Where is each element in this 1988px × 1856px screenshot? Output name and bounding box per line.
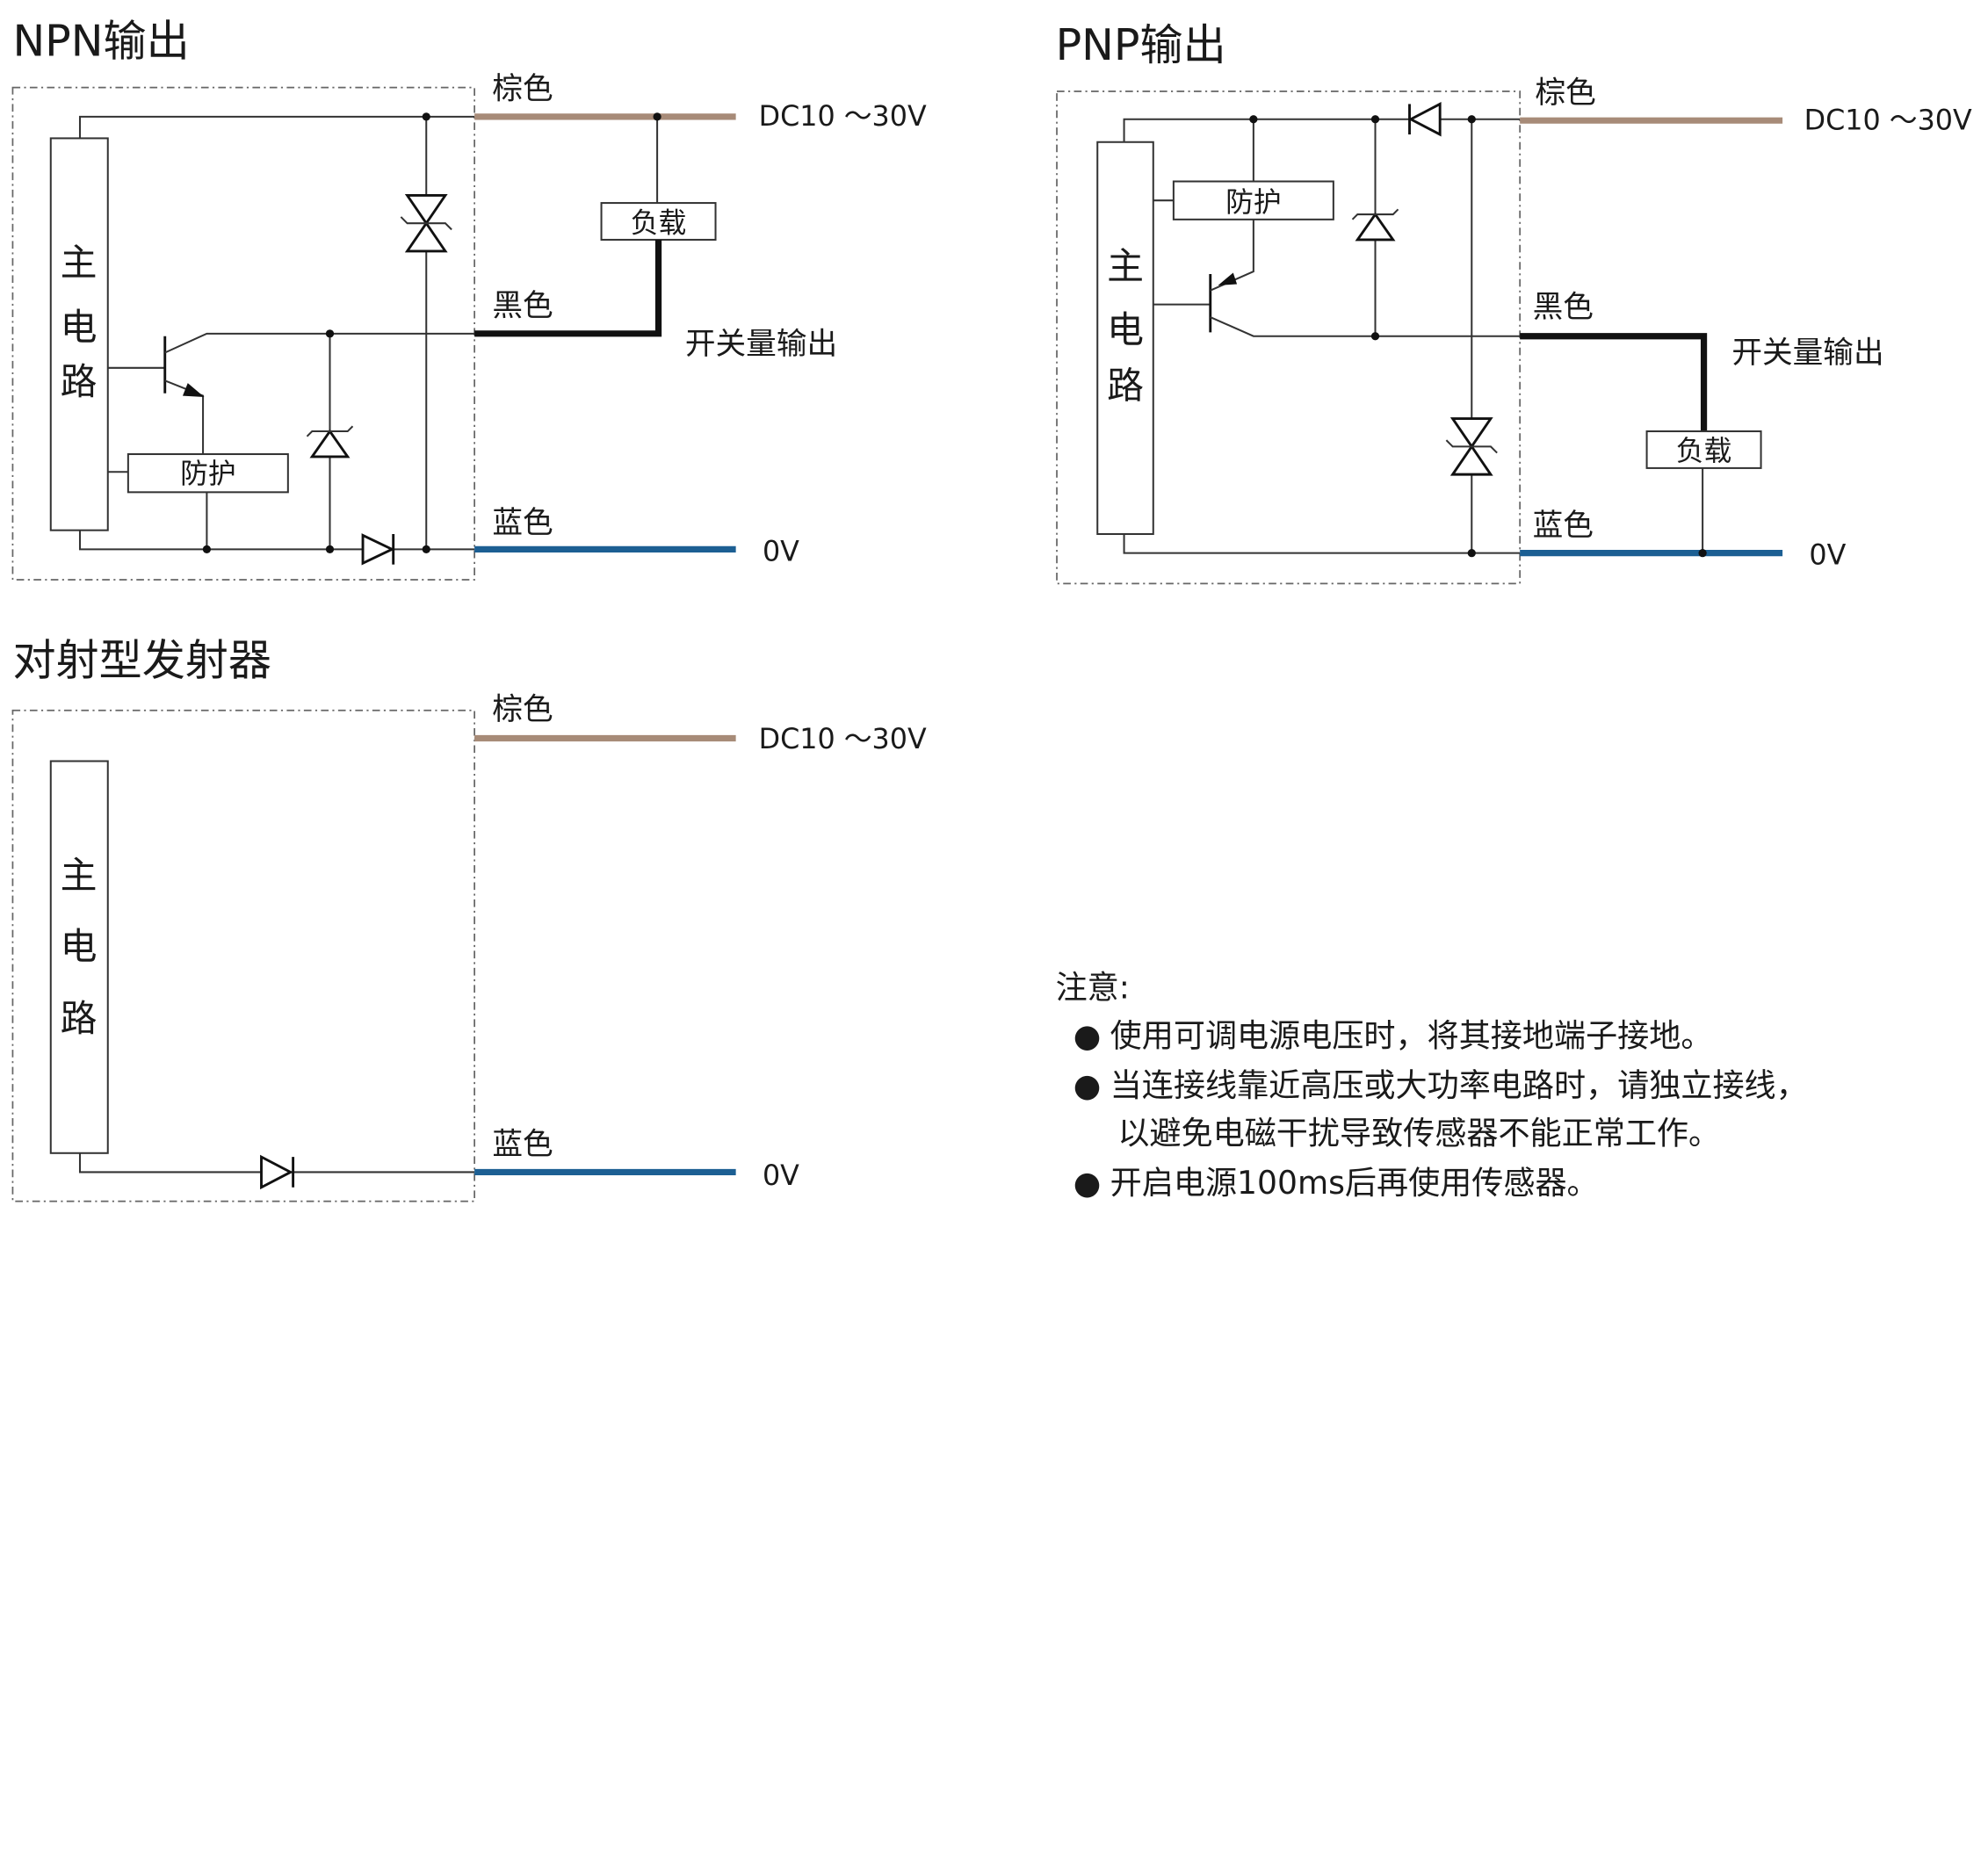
pnp-main-char-3: 路 (1107, 364, 1144, 407)
npn-main-char-2: 电 (61, 306, 98, 349)
pnp-output-wire (1520, 333, 1708, 432)
npn-bottom-rail (78, 530, 475, 551)
notes-item-3: 开启电源100ms后再使用传感器。 (1110, 1164, 1599, 1202)
emitter-diagram: 对射型发射器 主 电 路 棕色 DC10 ～30V 蓝色 0V (11, 634, 927, 1202)
pnp-collector-wire (1210, 316, 1521, 337)
pnp-main-circuit-block (1096, 141, 1154, 536)
emitter-bottom-rail (78, 1152, 475, 1174)
emitter-main-char-2: 电 (61, 925, 98, 968)
pnp-protect-label: 防护 (1225, 187, 1282, 219)
pnp-title: PNP输出 (1056, 19, 1226, 70)
npn-title: NPN输出 (12, 16, 189, 67)
pnp-load-label: 负载 (1676, 436, 1732, 467)
emitter-title: 对射型发射器 (12, 634, 271, 685)
npn-collector-wire (164, 332, 475, 354)
pnp-bottom-rail (1123, 534, 1521, 554)
notes-bullet-icon: ● (1074, 1016, 1102, 1054)
notes-bullet-icon: ● (1074, 1066, 1102, 1104)
notes-item-2-continued: 以避免电磁干扰导致传感器不能正常工作。 (1117, 1115, 1720, 1152)
notes-item-1: 使用可调电源电压时，将其接地端子接地。 (1110, 1016, 1713, 1054)
npn-junction (422, 545, 430, 553)
npn-junction (202, 545, 212, 553)
npn-zener-diode-icon (309, 429, 351, 459)
npn-junction (653, 112, 661, 121)
npn-main-char-1: 主 (61, 241, 98, 284)
npn-brown-label: 棕色 (492, 72, 553, 107)
npn-black-label: 黑色 (492, 289, 553, 324)
npn-reverse-diode-icon (361, 533, 395, 566)
pnp-top-rail (1123, 118, 1521, 142)
emitter-supply-label: DC10 ～30V (759, 724, 927, 755)
notes-item-2: 当连接线靠近高压或大功率电路时，请独立接线， (1110, 1066, 1808, 1104)
pnp-zener-diode-icon (1355, 212, 1396, 242)
pnp-junction (1370, 332, 1380, 341)
npn-protect-label: 防护 (180, 459, 236, 490)
emitter-sensor-boundary (11, 709, 475, 1202)
emitter-diode-icon (260, 1154, 293, 1190)
npn-junction (325, 329, 335, 338)
npn-load-box (600, 202, 717, 241)
pnp-main-char-2: 电 (1107, 308, 1144, 351)
pnp-junction (1249, 115, 1258, 124)
notes-section: 注意: ● 使用可调电源电压时，将其接地端子接地。 ● 当连接线靠近高压或大功率… (1056, 969, 1808, 1202)
pnp-junction (1467, 115, 1476, 124)
pnp-reverse-diode-icon (1407, 102, 1442, 137)
npn-protect-box (127, 453, 289, 494)
pnp-main-char-1: 主 (1107, 245, 1144, 288)
emitter-zero-label: 0V (763, 1160, 799, 1192)
emitter-main-char-3: 路 (61, 997, 98, 1040)
npn-output-label: 开关量输出 (685, 327, 837, 362)
wiring-diagrams: NPN输出 主 电 路 棕色 DC10 ～30V 负载 黑色 开关量输出 (11, 16, 1972, 1202)
pnp-output-label: 开关量输出 (1731, 336, 1883, 371)
pnp-black-label: 黑色 (1533, 290, 1594, 325)
npn-top-rail (78, 115, 475, 139)
pnp-emitter-arrow-icon (1218, 272, 1238, 285)
pnp-supply-label: DC10 ～30V (1804, 105, 1972, 136)
npn-emitter-arrow-icon (182, 383, 205, 398)
npn-tvs-bar (400, 216, 452, 231)
npn-junction (422, 112, 430, 121)
pnp-zero-label: 0V (1809, 540, 1846, 572)
emitter-blue-label: 蓝色 (492, 1127, 553, 1162)
npn-zero-label: 0V (763, 536, 799, 567)
npn-diagram: NPN输出 主 电 路 棕色 DC10 ～30V 负载 黑色 开关量输出 (11, 16, 927, 581)
npn-load-label: 负载 (631, 207, 687, 239)
notes-bullet-icon: ● (1074, 1164, 1102, 1202)
npn-supply-label: DC10 ～30V (759, 101, 927, 133)
emitter-brown-label: 棕色 (492, 692, 553, 727)
npn-main-char-3: 路 (61, 360, 98, 403)
pnp-zener-bar (1351, 208, 1399, 220)
npn-output-wire (474, 239, 662, 337)
npn-junction (325, 545, 335, 553)
emitter-main-char-1: 主 (61, 854, 98, 897)
pnp-load-box (1645, 430, 1762, 469)
pnp-diagram: PNP输出 主 电 路 棕色 DC10 ～30V 防护 黑色 (1056, 19, 1972, 585)
pnp-blue-label: 蓝色 (1533, 508, 1594, 543)
pnp-junction (1370, 115, 1380, 124)
pnp-junction (1698, 549, 1707, 558)
pnp-brown-label: 棕色 (1535, 76, 1595, 111)
notes-heading: 注意: (1056, 969, 1130, 1007)
pnp-tvs-bar (1445, 439, 1498, 454)
npn-zener-bar (306, 425, 354, 437)
npn-blue-label: 蓝色 (492, 506, 553, 541)
pnp-junction (1467, 549, 1476, 558)
